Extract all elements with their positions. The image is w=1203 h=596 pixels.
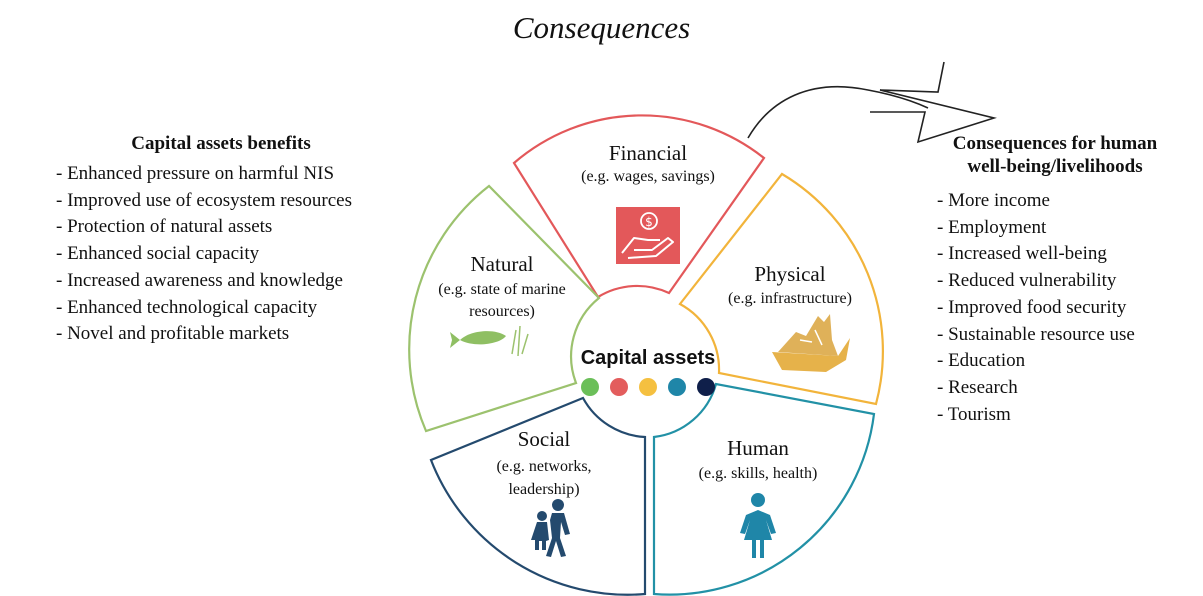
money-hand-icon: $ [616, 207, 680, 264]
physical-segment [678, 172, 884, 406]
social-label: Social [518, 427, 571, 451]
consequences-heading-line1: Consequences for human [952, 133, 1158, 154]
human-segment [652, 382, 876, 596]
benefit-item: Enhanced pressure on harmful NIS [56, 161, 436, 188]
curved-arrow-icon [747, 61, 997, 144]
svg-text:$: $ [645, 215, 653, 229]
capital-dot [581, 378, 599, 396]
physical-sub: (e.g. infrastructure) [728, 290, 852, 307]
consequences-heading: Consequences for human well-being/liveli… [930, 132, 1180, 178]
financial-segment [512, 114, 766, 299]
natural-segment [408, 184, 601, 433]
capital-dot [668, 378, 686, 396]
social-sub-line2: leadership) [508, 481, 579, 498]
center-label: Capital assets [581, 347, 716, 369]
benefits-heading: Capital assets benefits [131, 133, 311, 154]
consequence-item: Research [937, 375, 1200, 402]
capital-dots [581, 378, 715, 396]
human-label: Human [727, 436, 789, 460]
woman-icon [740, 493, 776, 558]
capital-dot [697, 378, 715, 396]
physical-label: Physical [754, 262, 825, 286]
financial-sub: (e.g. wages, savings) [581, 168, 715, 185]
consequence-item: Increased well-being [937, 241, 1200, 268]
capital-dot [610, 378, 628, 396]
consequence-item: Education [937, 348, 1200, 375]
capital-assets-benefits: Capital assets benefits Enhanced pressur… [56, 132, 436, 348]
walking-people-icon [531, 499, 570, 557]
benefit-item: Improved use of ecosystem resources [56, 188, 436, 215]
fish-icon [450, 325, 529, 357]
financial-label: Financial [609, 141, 687, 165]
boat-icon [772, 314, 850, 372]
consequence-item: More income [937, 188, 1200, 215]
consequences-for-wellbeing: Consequences for human well-being/liveli… [930, 132, 1200, 428]
consequence-item: Sustainable resource use [937, 322, 1200, 349]
capital-dot [639, 378, 657, 396]
benefit-item: Enhanced technological capacity [56, 295, 436, 322]
consequence-item: Employment [937, 215, 1200, 242]
benefit-item: Protection of natural assets [56, 214, 436, 241]
benefit-item: Novel and profitable markets [56, 321, 436, 348]
natural-label: Natural [471, 252, 534, 276]
benefit-item: Enhanced social capacity [56, 241, 436, 268]
consequences-heading-line2: well-being/livelihoods [967, 156, 1143, 177]
benefit-item: Increased awareness and knowledge [56, 268, 436, 295]
natural-sub-line2: resources) [469, 303, 535, 320]
human-sub: (e.g. skills, health) [699, 465, 818, 482]
consequences-list: More income Employment Increased well-be… [937, 188, 1200, 428]
benefits-list: Enhanced pressure on harmful NIS Improve… [56, 161, 436, 348]
social-sub-line1: (e.g. networks, [496, 458, 591, 475]
consequence-item: Tourism [937, 402, 1200, 429]
natural-sub-line1: (e.g. state of marine [438, 281, 566, 298]
diagram-title: Consequences [512, 10, 691, 45]
social-segment [429, 396, 647, 596]
consequence-item: Improved food security [937, 295, 1200, 322]
consequence-item: Reduced vulnerability [937, 268, 1200, 295]
